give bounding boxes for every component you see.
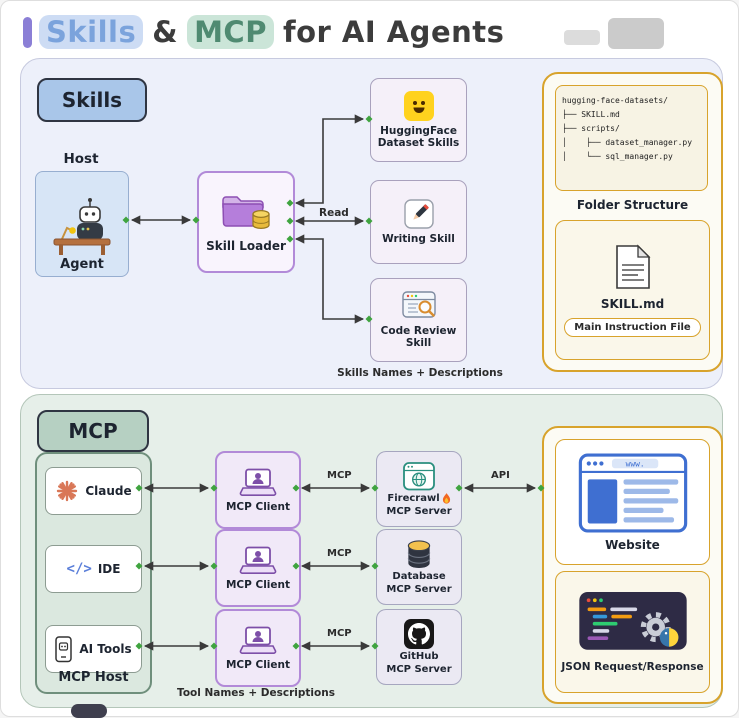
mcp-caption: Tool Names + Descriptions — [177, 687, 335, 699]
skill-loader-node: Skill Loader — [197, 171, 295, 273]
mcp-host-group: Claude </> IDE AI Tools MCP Host — [35, 452, 152, 694]
phone-robot-icon — [55, 635, 73, 662]
database-icon — [407, 539, 431, 568]
mcp-server-firecrawl: Firecrawl MCP Server — [376, 451, 462, 527]
bottom-edge-mark — [71, 704, 107, 718]
laptop-person-icon — [239, 546, 277, 574]
tree-line: hugging-face-datasets/ — [562, 96, 668, 105]
document-icon — [615, 243, 651, 289]
web-crawler-icon — [403, 461, 435, 490]
page-title: Skills & MCP for AI Agents — [39, 9, 504, 55]
title-accent-bar — [23, 17, 32, 48]
mcp-output-group: www. Website — [542, 426, 723, 704]
mcp-client-label: MCP Client — [225, 578, 291, 591]
mcp-arrow-label: MCP — [325, 548, 354, 559]
watermark-block-small — [564, 30, 600, 45]
server-type: MCP Server — [386, 505, 452, 517]
skillmd-node: SKILL.md Main Instruction File — [555, 220, 710, 360]
mcp-client-label: MCP Client — [225, 658, 291, 671]
mcp-client-node: MCP Client — [215, 609, 301, 687]
watermark-block-large — [608, 18, 664, 49]
mcp-section: MCP Claude </ — [20, 394, 723, 708]
mcp-arrow-label: MCP — [325, 470, 354, 481]
huggingface-icon — [403, 90, 434, 121]
server-name: Firecrawl — [387, 492, 440, 504]
code-review-icon — [401, 291, 436, 318]
skillmd-filename: SKILL.md — [600, 296, 665, 311]
title-mcp-highlight: MCP — [187, 15, 274, 49]
title-skills-highlight: Skills — [39, 15, 144, 49]
skills-section-badge: Skills — [37, 78, 147, 122]
code-editor-json-icon — [578, 591, 687, 650]
tree-line: │ └── sql_manager.py — [562, 152, 673, 161]
website-label: Website — [605, 537, 660, 552]
laptop-person-icon — [239, 626, 277, 654]
www-text: www. — [625, 459, 644, 468]
json-label: JSON Request/Response — [561, 660, 704, 673]
server-type: MCP Server — [386, 664, 452, 675]
main-instruction-badge: Main Instruction File — [564, 317, 701, 337]
server-name: Database — [392, 570, 446, 582]
skills-caption: Skills Names + Descriptions — [337, 367, 503, 379]
skill-structure-group: hugging-face-datasets/ ├── SKILL.md ├── … — [542, 72, 723, 372]
tree-line: ├── scripts/ — [562, 124, 620, 133]
host-label: Host — [63, 151, 99, 167]
skill-loader-label: Skill Loader — [206, 239, 286, 253]
server-name: GitHub — [399, 651, 439, 662]
skill-label: Writing Skill — [382, 232, 455, 245]
skill-label: Code Review Skill — [380, 324, 457, 349]
mcp-server-database: Database MCP Server — [376, 529, 462, 605]
title-rest: for AI Agents — [282, 15, 505, 49]
host-item-label: IDE — [97, 562, 121, 576]
agent-node: Agent — [35, 171, 129, 277]
mcp-arrow-label: MCP — [325, 628, 354, 639]
tree-line: ├── SKILL.md — [562, 110, 620, 119]
api-arrow-label: API — [489, 470, 512, 481]
mcp-server-github: GitHub MCP Server — [376, 609, 462, 685]
tree-line: │ ├── dataset_manager.py — [562, 138, 693, 147]
title-ampersand: & — [152, 15, 179, 49]
flame-icon — [442, 492, 450, 504]
skill-node-writing: Writing Skill — [370, 180, 467, 264]
read-arrow-label: Read — [317, 207, 351, 219]
pencil-icon — [403, 199, 434, 229]
mcp-client-label: MCP Client — [225, 500, 291, 513]
host-item-claude: Claude — [45, 467, 142, 515]
browser-website-icon: www. — [578, 453, 687, 532]
host-item-label: Claude — [85, 484, 132, 498]
mcp-client-node: MCP Client — [215, 451, 301, 529]
mcp-host-label: MCP Host — [58, 670, 129, 685]
mcp-section-badge: MCP — [37, 410, 149, 452]
host-item-ai-tools: AI Tools — [45, 625, 142, 673]
website-node: www. Website — [555, 439, 710, 565]
code-brackets-icon: </> — [66, 561, 92, 577]
python-gear-icon — [640, 611, 678, 647]
skills-section: Skills Host Agent — [20, 58, 723, 389]
server-type: MCP Server — [386, 583, 452, 595]
folder-database-icon — [222, 196, 270, 230]
skill-node-code-review: Code Review Skill — [370, 278, 467, 362]
skill-label: HuggingFace Dataset Skills — [377, 124, 460, 149]
host-item-label: AI Tools — [79, 642, 132, 656]
robot-agent-icon — [53, 198, 111, 255]
host-item-ide: </> IDE — [45, 545, 142, 593]
agent-label: Agent — [60, 257, 104, 272]
laptop-person-icon — [239, 468, 277, 496]
folder-structure-label: Folder Structure — [576, 198, 689, 212]
folder-structure-tree: hugging-face-datasets/ ├── SKILL.md ├── … — [555, 85, 708, 191]
json-response-node: JSON Request/Response — [555, 571, 710, 693]
claude-logo-icon — [57, 480, 78, 502]
github-icon — [404, 619, 434, 649]
mcp-client-node: MCP Client — [215, 529, 301, 607]
skill-node-huggingface: HuggingFace Dataset Skills — [370, 78, 467, 162]
